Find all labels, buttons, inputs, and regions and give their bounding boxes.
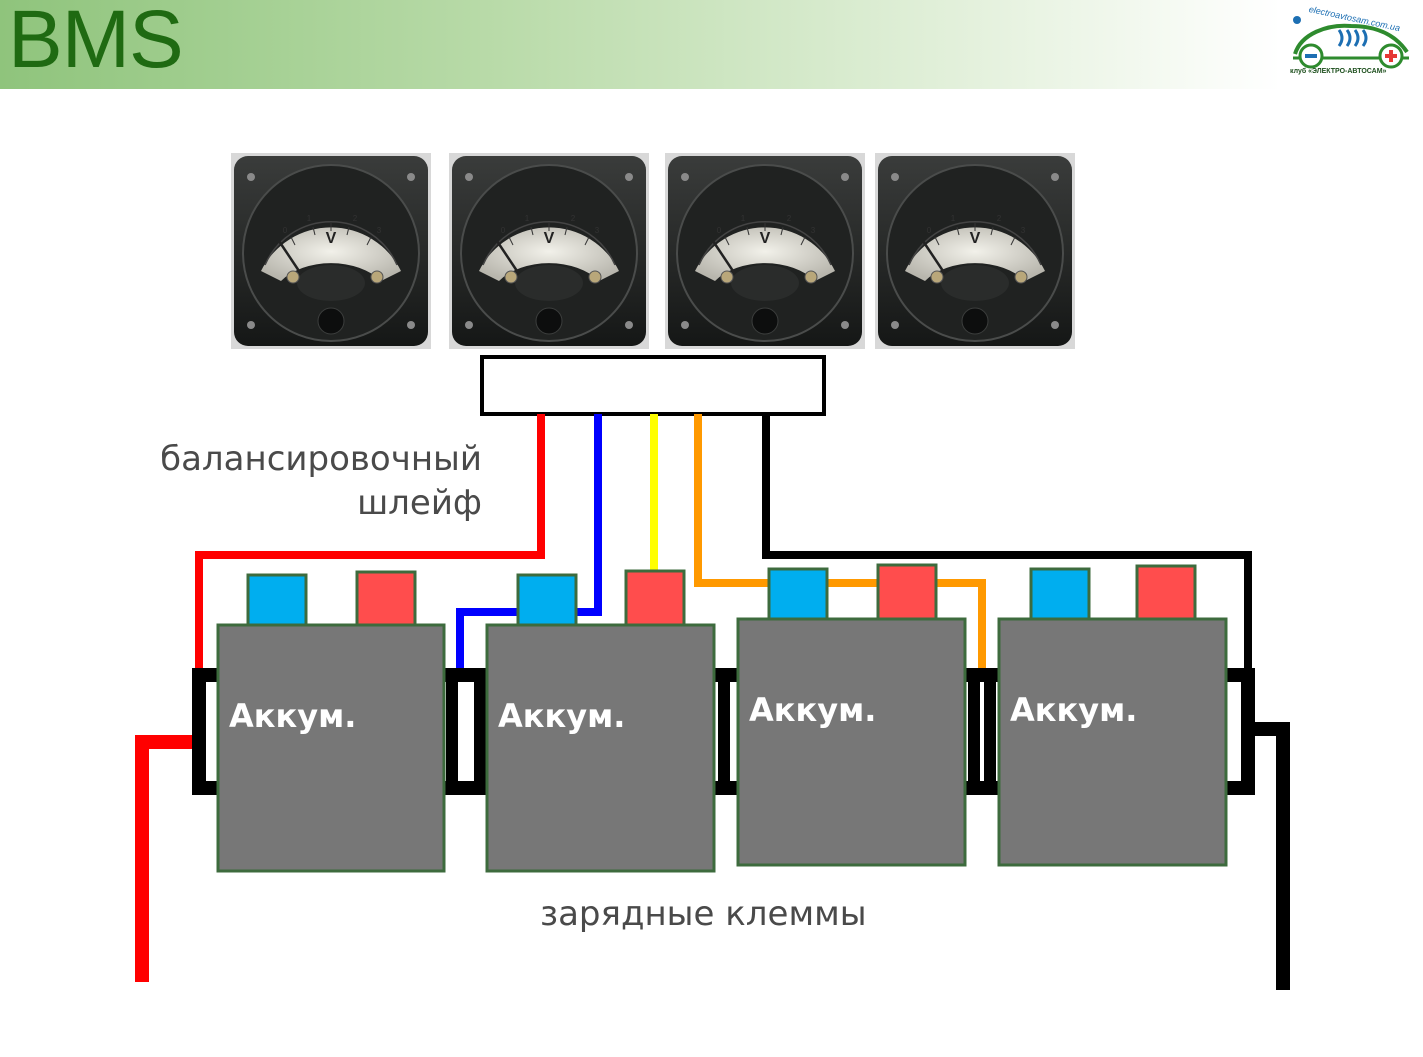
battery-body — [736, 617, 967, 867]
battery-3 — [736, 563, 967, 867]
battery-label: Аккум. — [749, 691, 877, 729]
logo-caption: клуб «ЭЛЕКТРО-АВТОСАМ» — [1290, 68, 1387, 75]
battery-label: Аккум. — [498, 697, 626, 735]
voltmeter-unit-label: V — [326, 230, 337, 247]
voltmeter-tick-label: 1 — [307, 214, 312, 223]
output-wire-red — [135, 735, 199, 982]
battery-negative-terminal — [516, 573, 578, 632]
club-logo-icon — [1293, 16, 1409, 69]
battery-label: Аккум. — [229, 697, 357, 735]
voltmeter-tick-label: 3 — [595, 226, 600, 235]
battery-body — [485, 623, 716, 873]
voltmeter-2: V 0 1 2 3 — [447, 151, 651, 351]
voltmeter-tick-label: 3 — [811, 226, 816, 235]
voltmeter-tick-label: 0 — [927, 226, 932, 235]
voltmeter-4: V 0 1 2 3 — [873, 151, 1077, 351]
voltmeter-tick-label: 2 — [787, 214, 792, 223]
battery-positive-terminal — [1135, 564, 1197, 623]
voltmeter-tick-label: 0 — [283, 226, 288, 235]
battery-body — [216, 623, 446, 873]
output-wire-black — [1248, 722, 1290, 990]
battery-positive-terminal — [624, 569, 686, 628]
battery-negative-terminal — [767, 567, 829, 626]
battery-4 — [997, 564, 1228, 867]
voltmeter-tick-label: 3 — [1021, 226, 1026, 235]
voltmeter-tick-label: 1 — [525, 214, 530, 223]
balance-wire-red — [195, 414, 545, 668]
voltmeter-unit-label: V — [544, 230, 555, 247]
slide-title: BMS — [8, 0, 184, 85]
bus-bar-2-3 — [713, 668, 740, 795]
voltmeter-unit-label: V — [760, 230, 771, 247]
voltmeter-unit-label: V — [970, 230, 981, 247]
voltmeter-tick-label: 1 — [951, 214, 956, 223]
battery-negative-terminal — [1029, 567, 1091, 626]
voltmeter-1: V 0 1 2 3 — [229, 151, 433, 351]
voltmeter-tick-label: 2 — [571, 214, 576, 223]
slide-header — [0, 0, 1423, 89]
battery-2 — [485, 569, 716, 873]
balance-cable-label-line1: балансировочный — [160, 439, 482, 479]
battery-label: Аккум. — [1010, 691, 1138, 729]
battery-negative-terminal — [246, 573, 308, 632]
battery-positive-terminal — [355, 570, 417, 629]
voltmeter-tick-label: 2 — [997, 214, 1002, 223]
battery-body — [997, 617, 1228, 867]
voltmeter-tick-label: 0 — [717, 226, 722, 235]
voltmeter-tick-label: 3 — [377, 226, 382, 235]
balance-cable-label-line2: шлейф — [357, 483, 482, 523]
balance-wire-orange — [694, 414, 986, 668]
voltmeter-tick-label: 2 — [353, 214, 358, 223]
battery-1 — [216, 570, 446, 873]
voltmeter-tick-label: 1 — [741, 214, 746, 223]
voltmeter-tick-label: 0 — [501, 226, 506, 235]
bus-bar-right — [1225, 668, 1255, 795]
voltmeter-3: V 0 1 2 3 — [663, 151, 867, 351]
bms-board — [480, 355, 826, 416]
balance-wire-black — [762, 414, 1252, 668]
bus-bar-3-4 — [964, 668, 1000, 795]
bus-bar-1-2 — [444, 668, 490, 795]
battery-positive-terminal — [876, 563, 938, 622]
charge-terminals-label: зарядные клеммы — [540, 894, 867, 934]
